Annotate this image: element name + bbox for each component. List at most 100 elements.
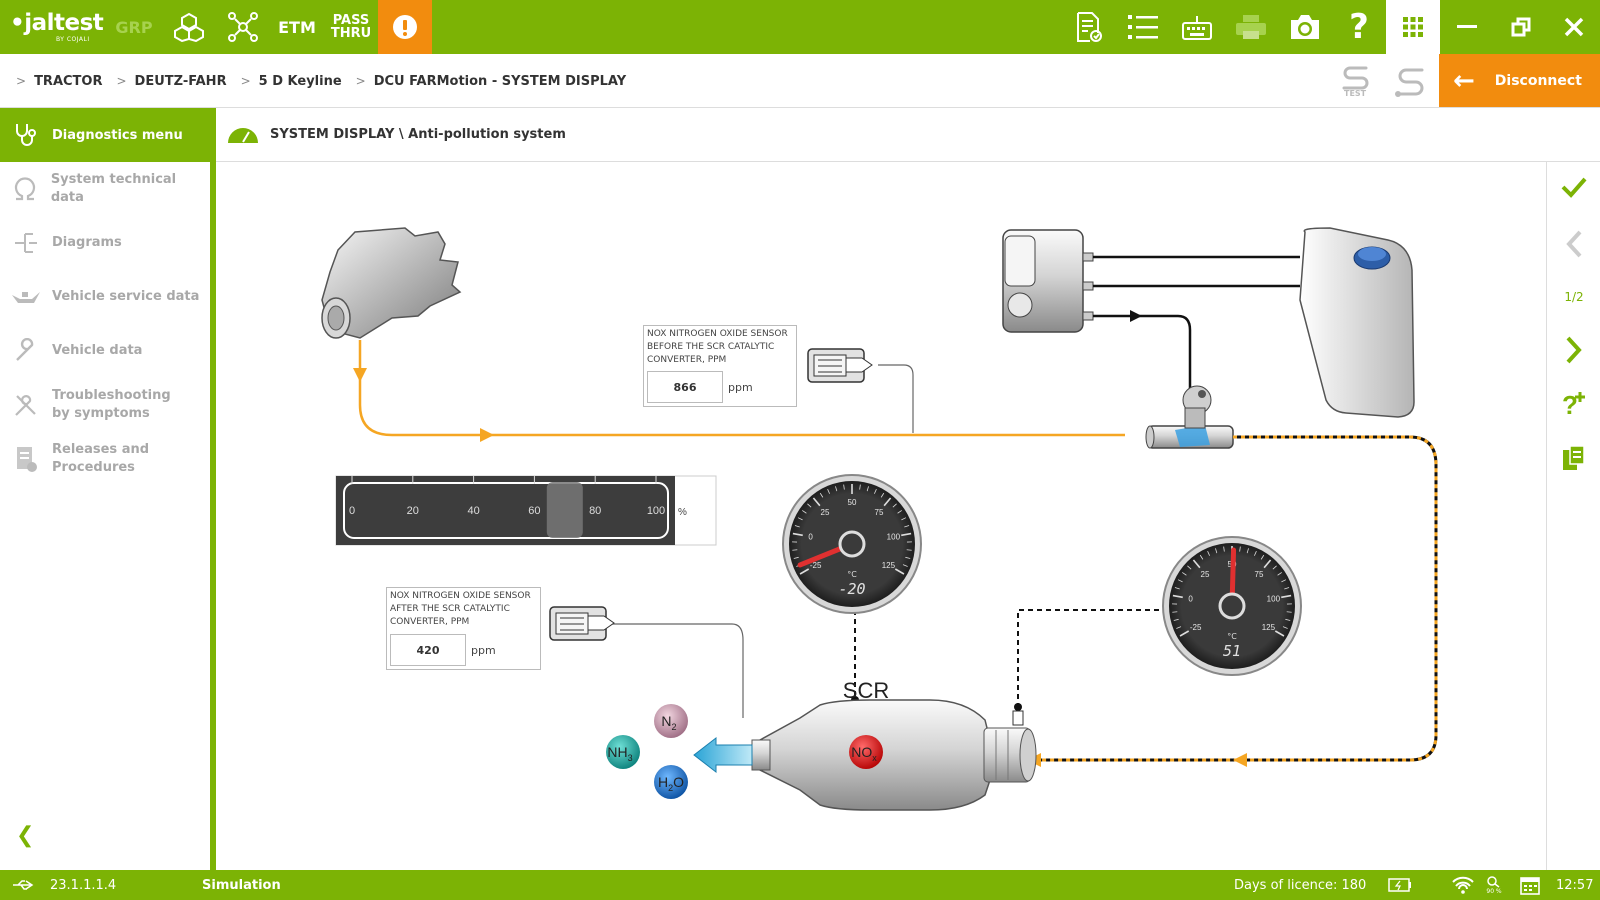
breadcrumb-item[interactable]: >5 D Keyline [241, 74, 342, 89]
help-icon[interactable]: ? [1349, 7, 1369, 47]
sidebar-item-vehicle-service-data[interactable]: Vehicle service data [0, 270, 210, 324]
gauge-tick [1223, 546, 1225, 552]
svg-text:H2O: H2O [658, 774, 684, 793]
gauge-tick [904, 525, 910, 528]
svg-text:NH3: NH3 [607, 744, 632, 763]
calendar-icon[interactable] [1520, 870, 1540, 900]
gauge-tick [905, 556, 911, 559]
gauge-tick [793, 556, 799, 559]
slider-tick-label: 60 [528, 505, 540, 517]
sidebar-item-vehicle-data[interactable]: Vehicle data [0, 324, 210, 378]
gauge-tick [812, 497, 821, 507]
gauge-tick [1173, 618, 1179, 621]
pass-thru-button[interactable]: PASS THRU [326, 0, 376, 54]
clock-time: 12:57 [1556, 877, 1594, 893]
gauge-tick [897, 510, 902, 514]
breadcrumb-bar: >TRACTOR >DEUTZ-FAHR >5 D Keyline >DCU F… [0, 54, 1600, 108]
etm-button[interactable]: ETM [278, 17, 316, 37]
breadcrumb-item[interactable]: >DEUTZ-FAHR [116, 74, 226, 89]
check-icon[interactable] [1547, 176, 1600, 198]
document-gear-icon [0, 445, 52, 473]
disconnect-button[interactable]: ← Disconnect [1439, 54, 1600, 107]
diagram-icon [0, 230, 52, 256]
nox-sensor-before-label: NOX NITROGEN OXIDE SENSOR BEFORE THE SCR… [647, 329, 788, 365]
gauge-tick [1207, 551, 1210, 556]
gauge-tick [906, 549, 912, 551]
camera-icon[interactable] [1278, 0, 1332, 54]
nox-sensor-after-value: 420 [390, 634, 466, 666]
logo-text: jaltest [24, 10, 104, 36]
gauge-tick [1187, 565, 1192, 570]
keyboard-icon[interactable] [1170, 0, 1224, 54]
h2o-o-label: O [673, 774, 684, 790]
stethoscope-icon [0, 122, 52, 148]
diagnostic-path-button[interactable] [1392, 64, 1430, 100]
report-icon[interactable] [1062, 0, 1116, 54]
gauge-tick [1281, 594, 1292, 599]
restore-icon[interactable] [1494, 0, 1548, 54]
list-icon[interactable] [1116, 0, 1170, 54]
gauge-tick [827, 489, 830, 494]
breadcrumb-label: DEUTZ-FAHR [134, 73, 227, 89]
wifi-icon [1452, 870, 1474, 900]
nox-sensor-before-panel: NOX NITROGEN OXIDE SENSOR BEFORE THE SCR… [643, 325, 797, 407]
app-version: 23.1.1.1.4 [50, 877, 117, 893]
minimize-icon[interactable] [1440, 0, 1494, 54]
previous-page-icon[interactable] [1547, 230, 1600, 258]
page-title: SYSTEM DISPLAY \ Anti-pollution system [270, 127, 566, 142]
test-icon [1342, 66, 1369, 90]
gauge-tick [1246, 548, 1249, 554]
sidebar-header[interactable]: Diagnostics menu [0, 108, 210, 162]
gauge-tick [1192, 559, 1201, 569]
collapse-sidebar-icon[interactable]: ❮ [16, 823, 35, 848]
chevron-right-icon: > [355, 74, 366, 88]
gauge-tick [799, 568, 810, 575]
gauge-tick [1281, 579, 1287, 583]
gauge-tick [901, 517, 907, 521]
next-page-icon[interactable] [1547, 336, 1600, 364]
network-icon[interactable] [218, 0, 268, 54]
gauge-tick [1282, 626, 1288, 629]
sidebar-item-troubleshooting[interactable]: Troubleshooting by symptoms [0, 378, 210, 432]
path-icon [1395, 68, 1424, 97]
nh3-molecule: NH3 [606, 735, 640, 769]
sidebar-item-label: Releases and Procedures [52, 442, 150, 475]
grp-button[interactable]: GRP [115, 17, 153, 37]
usb-icon [12, 870, 34, 900]
printer-icon[interactable] [1224, 0, 1278, 54]
urea-flow-dashed [1027, 435, 1438, 762]
close-icon[interactable] [1548, 0, 1600, 54]
gauge-tick [819, 492, 824, 498]
svg-text:NOx: NOx [851, 744, 877, 763]
breadcrumb-item[interactable]: >DCU FARMotion - SYSTEM DISPLAY [356, 74, 627, 89]
arrow-left-icon: ← [1453, 65, 1475, 96]
sidebar-item-system-technical-data[interactable]: System technical data [0, 162, 210, 216]
gauge-tick-label: 100 [1267, 595, 1281, 604]
help-add-icon[interactable]: ? [1547, 390, 1600, 418]
cubes-icon[interactable] [164, 0, 214, 54]
gauge-tick [880, 492, 885, 498]
wrench-icon [0, 338, 52, 364]
gauge-tick-label: 25 [821, 508, 830, 517]
gauge-tick-label: 125 [882, 561, 896, 570]
nox-sensor-after-illustration [549, 606, 615, 641]
nox-sensor-after-panel: NOX NITROGEN OXIDE SENSOR AFTER THE SCR … [386, 587, 541, 670]
gauge-unit: °C [847, 570, 857, 579]
gauge-tick [874, 489, 877, 494]
gauge-tick-label: 100 [887, 533, 901, 542]
apps-grid-icon[interactable] [1386, 0, 1440, 54]
tools-icon [0, 392, 52, 418]
disconnect-label: Disconnect [1494, 72, 1582, 89]
exclamation-icon [393, 15, 417, 39]
gauge-tick [1277, 572, 1282, 576]
test-button[interactable]: TEST [1338, 64, 1376, 100]
sidebar-item-diagrams[interactable]: Diagrams [0, 216, 210, 270]
nox-molecule: NOx [849, 735, 883, 769]
sidebar-item-releases[interactable]: Releases and Procedures [0, 432, 210, 486]
sidebar-item-label: Vehicle data [52, 343, 143, 358]
breadcrumb-item[interactable]: >TRACTOR [16, 74, 102, 89]
clipboard-copy-icon[interactable] [1547, 444, 1600, 472]
alert-button[interactable] [378, 0, 432, 54]
